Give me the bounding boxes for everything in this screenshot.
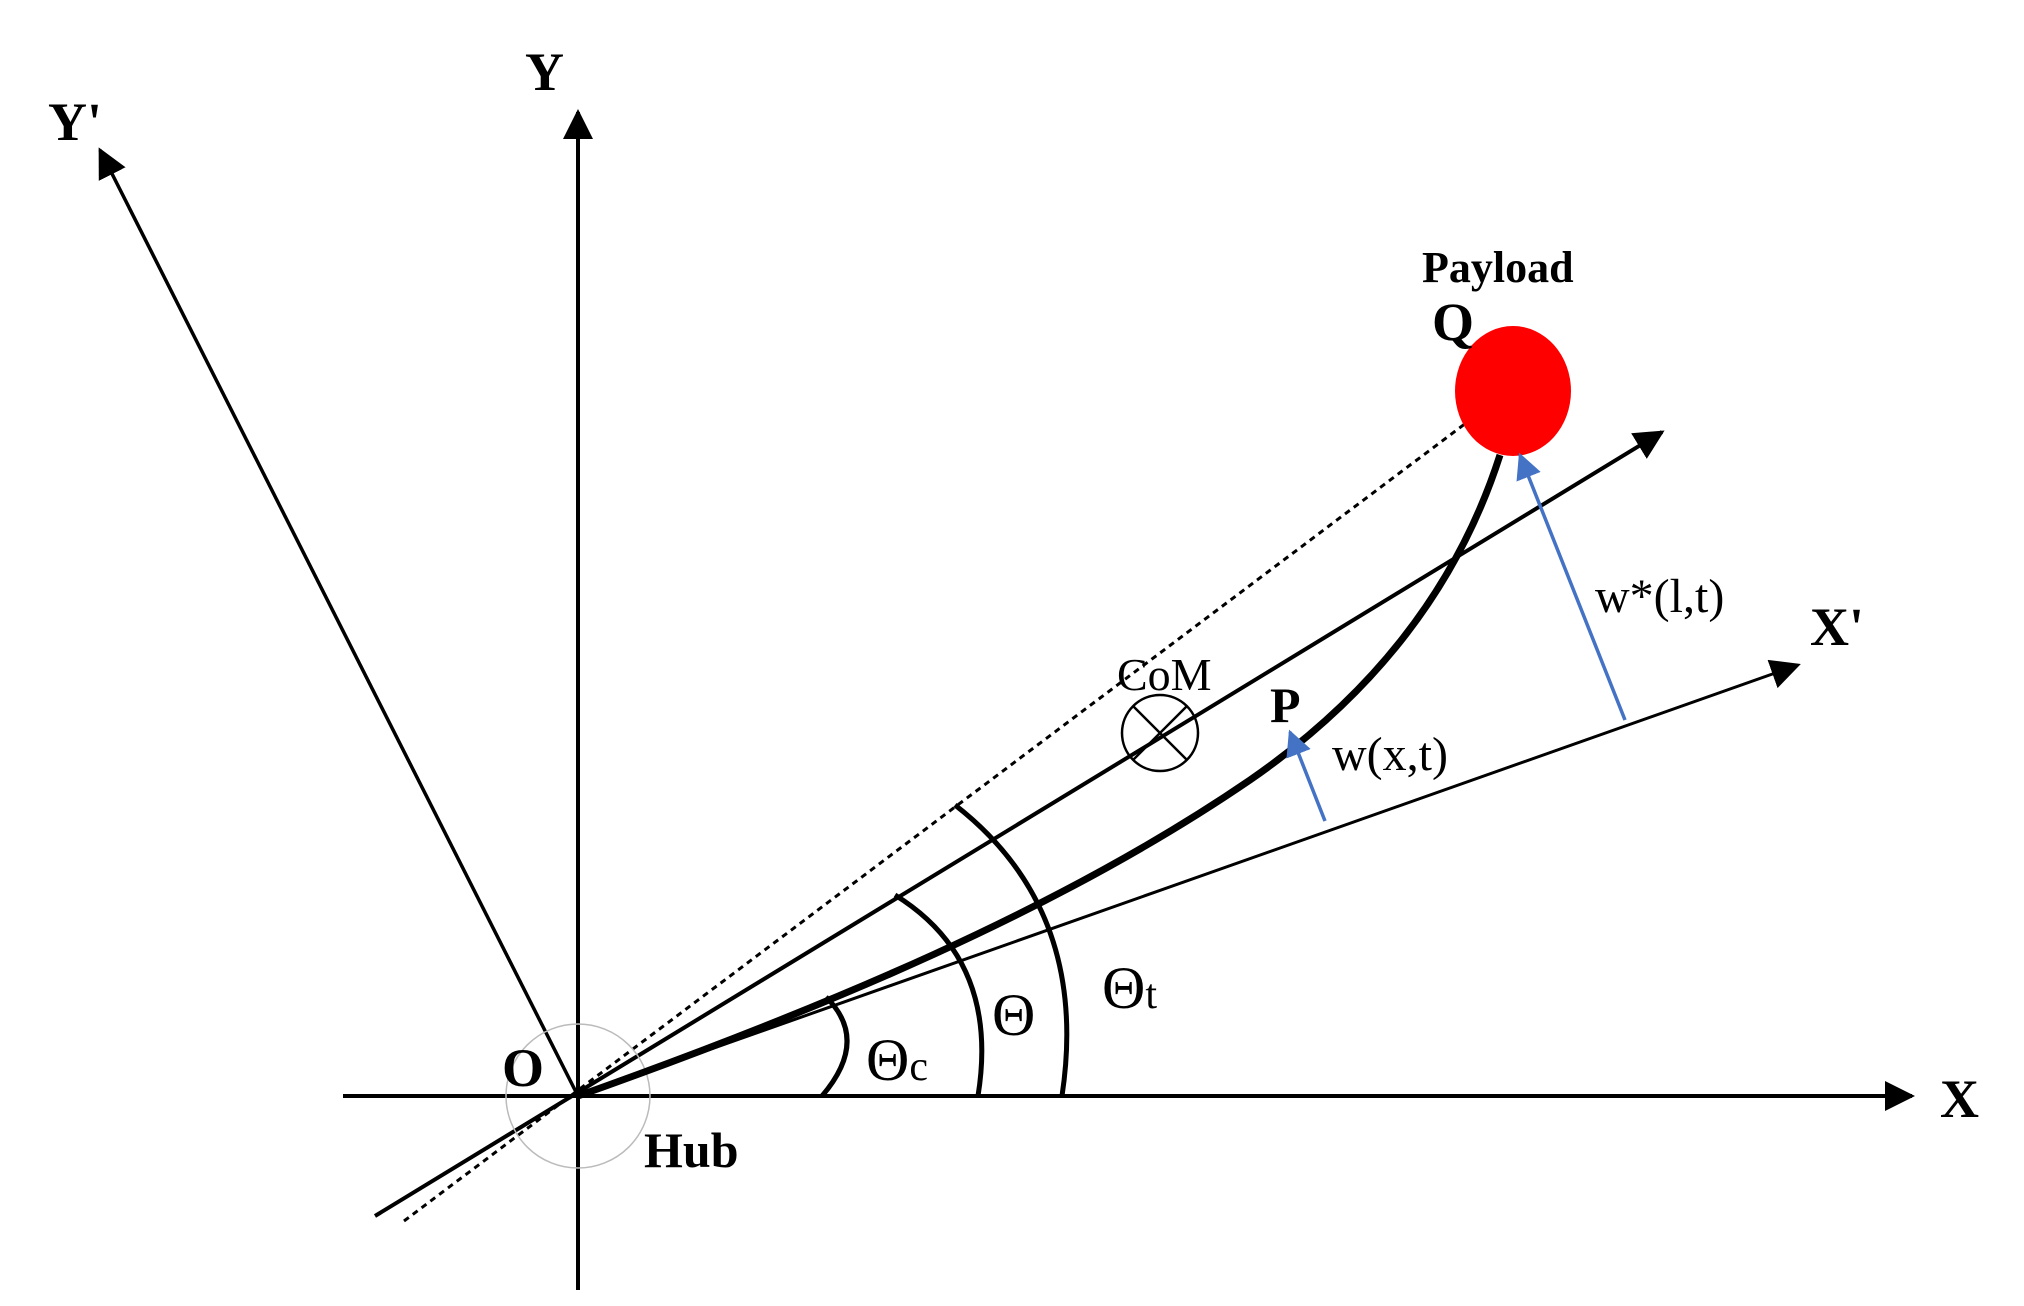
- tip-deflection-arrow: [1516, 452, 1627, 721]
- tip-line: [373, 430, 1665, 1218]
- hub-circle: [505, 1023, 651, 1169]
- theta-label: Θ: [992, 982, 1035, 1048]
- point-p-label: P: [1270, 677, 1301, 733]
- payload-label: Payload: [1422, 243, 1574, 292]
- theta-arc: [893, 892, 985, 1097]
- y-axis-label: Y: [525, 42, 564, 102]
- theta-t-label: Θt: [1102, 955, 1157, 1021]
- theta-c-arc: [820, 995, 850, 1098]
- com-label: CoM: [1117, 649, 1212, 700]
- y-prime-axis-label: Y': [48, 92, 102, 152]
- theta-t-arc: [953, 803, 1070, 1097]
- payload-mass: [1455, 326, 1571, 456]
- deflection-arrow: [1286, 729, 1327, 822]
- flexible-link: [576, 453, 1504, 1100]
- point-q-label: Q: [1432, 292, 1474, 352]
- hub-label: Hub: [644, 1122, 739, 1178]
- tip-deflection-label: w*(l,t): [1595, 570, 1724, 623]
- com-symbol: [1120, 693, 1200, 773]
- x-prime-axis: [577, 659, 1801, 1098]
- deflection-label: w(x,t): [1332, 728, 1448, 781]
- x-prime-axis-label: X': [1810, 597, 1864, 657]
- theta-c-label: Θc: [866, 1027, 928, 1093]
- x-axis-label: X: [1940, 1069, 1979, 1129]
- y-prime-axis: [98, 147, 580, 1097]
- point-o-label: O: [502, 1038, 544, 1098]
